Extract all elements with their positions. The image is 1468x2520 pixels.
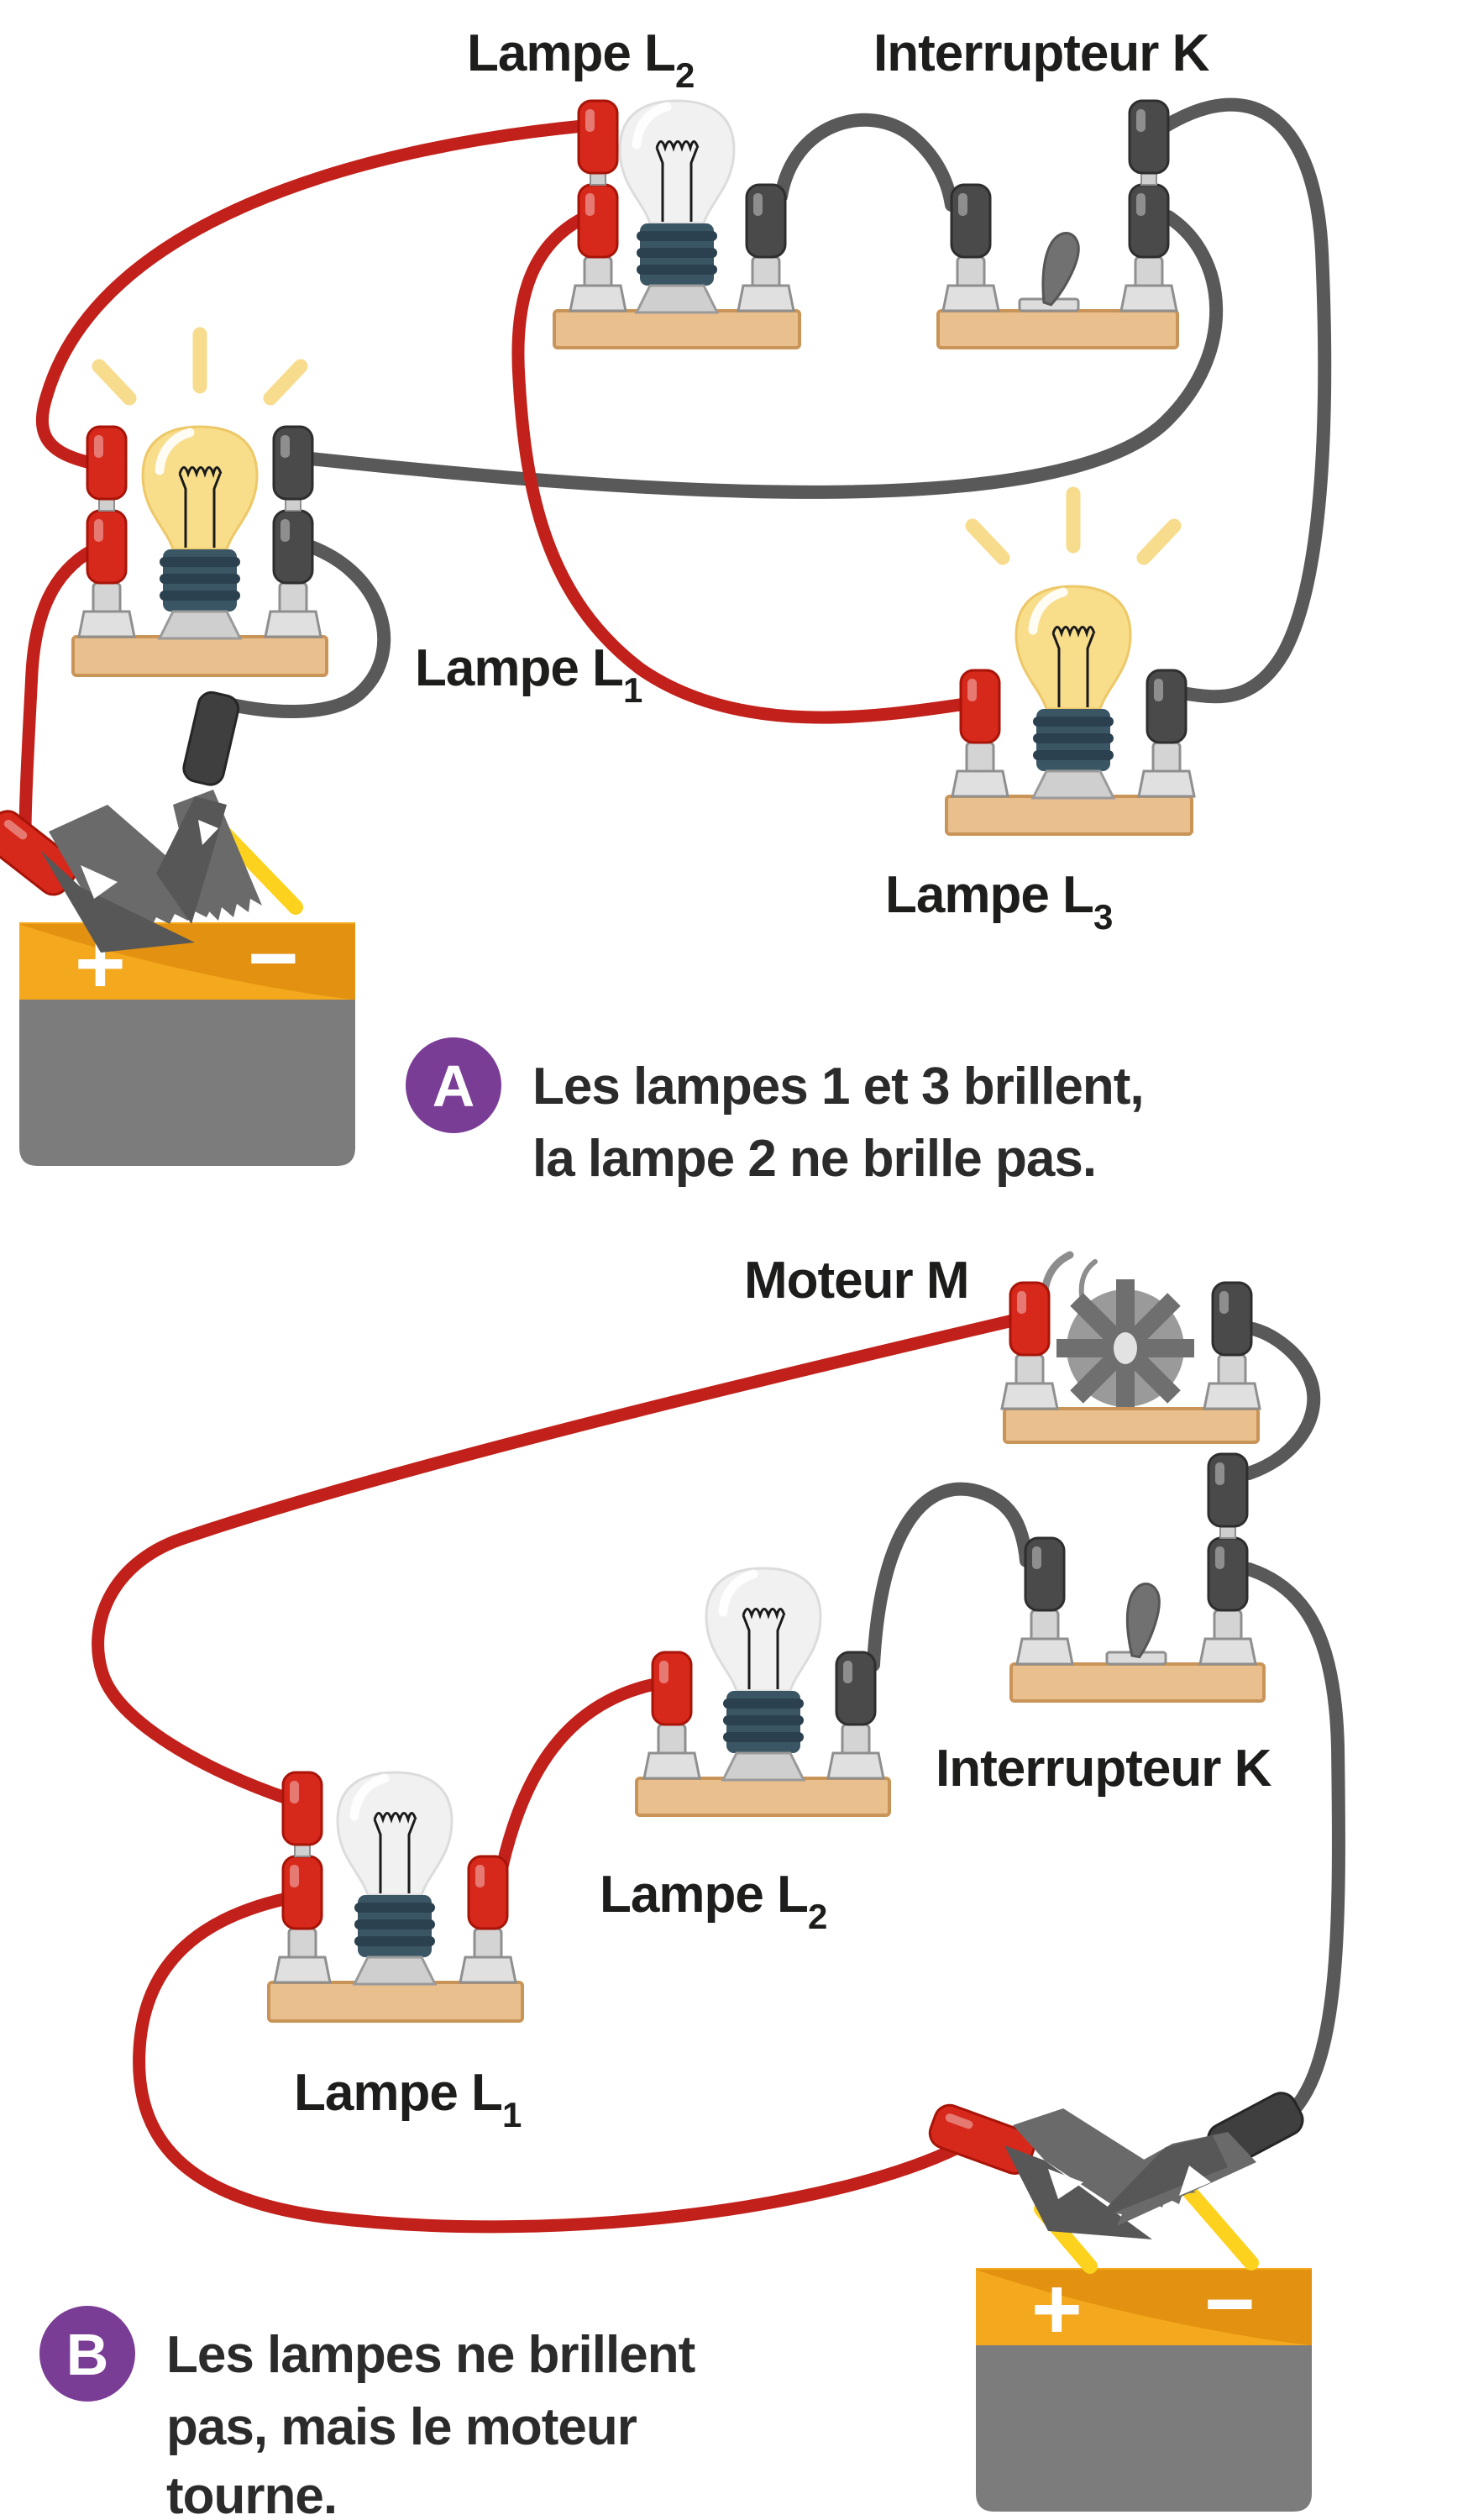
lamp-l2-assembly-b bbox=[635, 1568, 891, 1817]
lamp-l1-assembly-b bbox=[267, 1772, 524, 2023]
wire-lamp2-to-switch-a bbox=[774, 113, 958, 212]
motor-wheel bbox=[1056, 1279, 1194, 1417]
crocodile-clip-black-a bbox=[156, 690, 262, 924]
badge-a bbox=[406, 1037, 501, 1133]
wire-lamp1-to-battery-plus-b bbox=[133, 1892, 966, 2234]
light-rays-l3-a bbox=[973, 494, 1174, 558]
bulb-unlit-l1-b bbox=[338, 1772, 452, 1984]
wire-lamp2-to-lamp1-a bbox=[35, 119, 590, 470]
wire-lamp2-to-lamp3-a bbox=[511, 213, 973, 724]
lamp-l3-assembly-a bbox=[945, 494, 1196, 836]
label-lamp-l2-b: Lampe L2 bbox=[600, 1866, 826, 1936]
bulb-unlit-l2-b bbox=[706, 1568, 821, 1780]
caption-b-line1: Les lampes ne brillent bbox=[166, 2326, 695, 2384]
lamp-l1-assembly-a bbox=[71, 334, 328, 677]
wire-lamp1-to-battery-plus-a bbox=[18, 543, 99, 840]
wire-lamp2-to-switch-b bbox=[867, 1482, 1033, 1672]
wire-motor-to-lamp1-b bbox=[92, 1314, 1020, 1806]
bulb-lit-l3-a bbox=[1016, 586, 1130, 798]
wire-switch-to-battery-b bbox=[1242, 1562, 1345, 2125]
bulb-lit-l1-a bbox=[143, 427, 257, 638]
caption-a-line2: la lampe 2 ne brille pas. bbox=[532, 1130, 1096, 1188]
badge-a-letter: A bbox=[433, 1053, 475, 1119]
caption-a-line1: Les lampes 1 et 3 brillent, bbox=[532, 1058, 1144, 1116]
caption-b-line3: tourne. bbox=[166, 2467, 337, 2520]
wires-circuit-b bbox=[92, 1314, 1345, 2234]
wire-lamp1-to-lamp2-b bbox=[495, 1678, 658, 1873]
battery-b bbox=[928, 2092, 1312, 2512]
motor-assembly-b bbox=[1000, 1251, 1261, 1444]
bulb-unlit-l2-a bbox=[620, 101, 734, 312]
wire-lamp1-to-battery-a bbox=[215, 539, 391, 718]
switch-assembly-b bbox=[1009, 1452, 1266, 1703]
label-switch-b: Interrupteur K bbox=[936, 1740, 1272, 1798]
badge-b bbox=[39, 2306, 135, 2402]
caption-b-line2: pas, mais le moteur bbox=[166, 2398, 637, 2456]
label-motor-b: Moteur M bbox=[744, 1252, 969, 1310]
caption-b: B Les lampes ne brillent pas, mais le mo… bbox=[39, 2306, 696, 2520]
label-lamp-l3-a: Lampe L3 bbox=[885, 866, 1112, 937]
light-rays-l1-a bbox=[99, 334, 301, 398]
wire-switch-to-motor-b bbox=[1242, 1322, 1321, 1480]
battery-a bbox=[0, 690, 355, 1166]
label-lamp-l1-a: Lampe L1 bbox=[415, 639, 642, 710]
wire-switch-to-lamp3-a bbox=[1159, 97, 1332, 704]
switch-assembly-a bbox=[936, 99, 1179, 349]
label-lamp-l2-a: Lampe L2 bbox=[467, 24, 694, 95]
caption-a: A Les lampes 1 et 3 brillent, la lampe 2… bbox=[406, 1037, 1145, 1188]
switch-lever-a[interactable] bbox=[1032, 228, 1083, 307]
label-switch-a: Interrupteur K bbox=[873, 24, 1210, 82]
switch-lever-b[interactable] bbox=[1120, 1582, 1163, 1659]
wire-switch-to-lamp1-a bbox=[304, 210, 1224, 499]
crocodile-clip-black-b bbox=[1093, 2092, 1304, 2226]
lamp-l2-assembly-a bbox=[553, 101, 801, 349]
wires-circuit-a bbox=[18, 97, 1332, 840]
label-lamp-l1-b: Lampe L1 bbox=[294, 2064, 522, 2134]
badge-b-letter: B bbox=[66, 2322, 109, 2387]
